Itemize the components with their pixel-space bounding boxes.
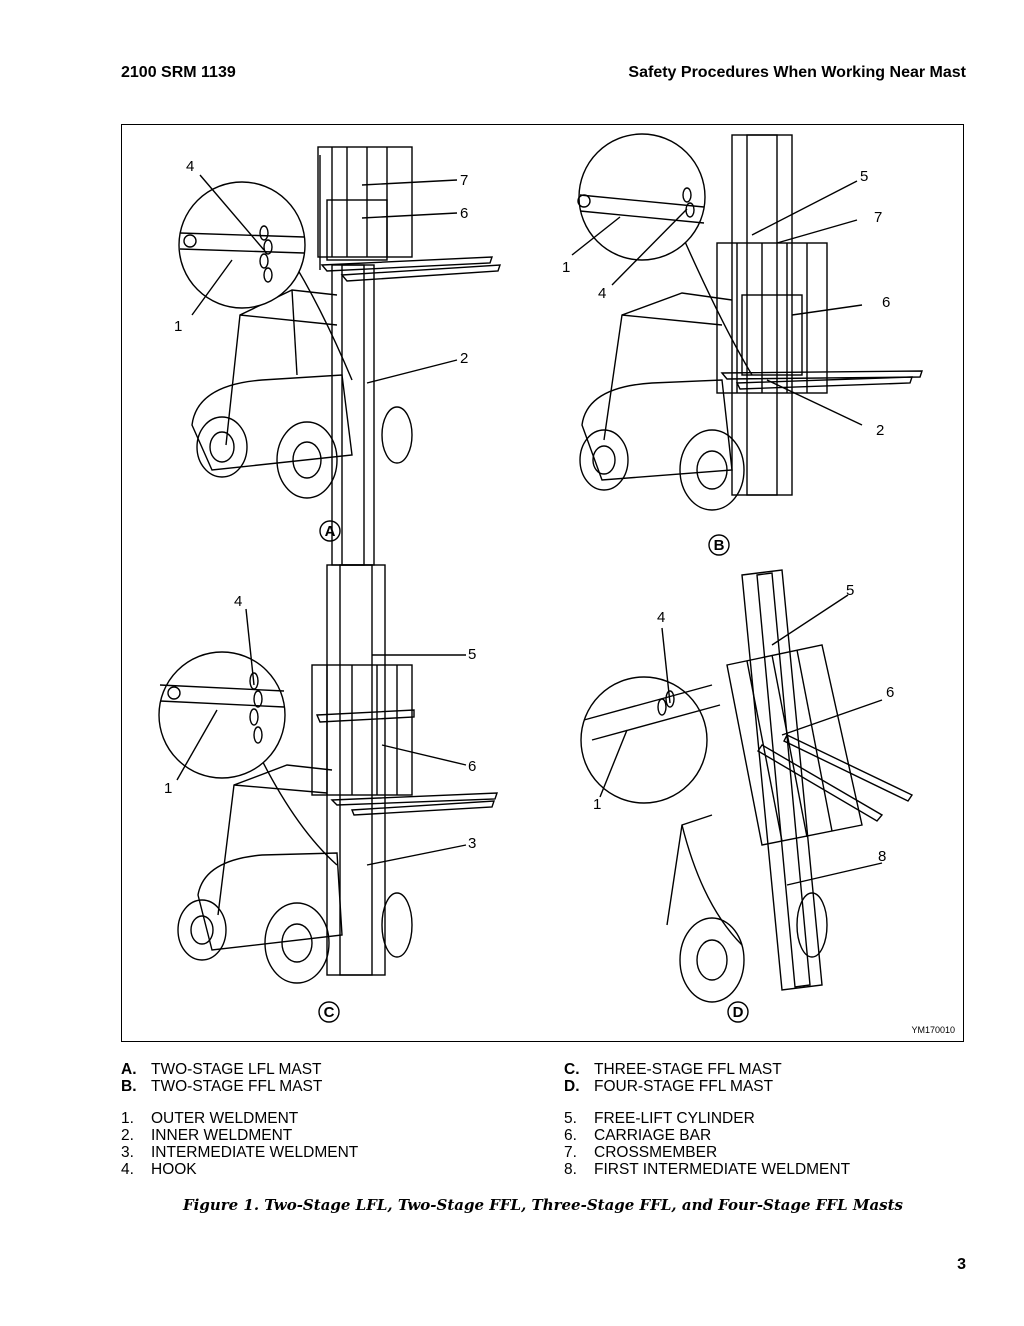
legend-item: 8.FIRST INTERMEDIATE WELDMENT bbox=[564, 1161, 851, 1178]
panel-c-letter-circle bbox=[318, 1001, 340, 1023]
figure-caption: Figure 1. Two-Stage LFL, Two-Stage FFL, … bbox=[182, 1196, 903, 1214]
panel-d-callout-8: 8 bbox=[878, 848, 886, 865]
panel-a-letter: A bbox=[325, 523, 336, 540]
legend-parts-right: 5.FREE-LIFT CYLINDER 6.CARRIAGE BAR 7.CR… bbox=[564, 1110, 850, 1178]
legend-item: D.FOUR-STAGE FFL MAST bbox=[564, 1078, 774, 1095]
panel-b-forklift-drawing bbox=[571, 133, 923, 511]
legend-parts-left: 1.OUTER WELDMENT 2.INNER WELDMENT 3.INTE… bbox=[121, 1110, 358, 1178]
legend-item: 6.CARRIAGE BAR bbox=[564, 1127, 712, 1144]
figure-illustration: 4 7 6 1 2 A bbox=[158, 133, 923, 1023]
panel-d-letter-circle bbox=[727, 1001, 749, 1023]
panel-b-letter: B bbox=[714, 537, 725, 554]
legend-item: 7.CROSSMEMBER bbox=[564, 1144, 718, 1161]
legend-item: A.TWO-STAGE LFL MAST bbox=[121, 1061, 322, 1078]
panel-b-callout-7: 7 bbox=[874, 209, 882, 226]
panel-a-callout-4: 4 bbox=[186, 158, 194, 175]
panel-b-callout-5: 5 bbox=[860, 168, 868, 185]
panel-d-callout-5: 5 bbox=[846, 582, 854, 599]
figure-frame: 4 7 6 1 2 A bbox=[121, 124, 964, 1042]
legend-masts-right: C.THREE-STAGE FFL MAST D.FOUR-STAGE FFL … bbox=[564, 1061, 782, 1095]
panel-d-letter: D bbox=[733, 1004, 744, 1021]
legend-item: B.TWO-STAGE FFL MAST bbox=[121, 1078, 323, 1095]
legend-item: 3.INTERMEDIATE WELDMENT bbox=[121, 1144, 359, 1161]
page-number: 3 bbox=[957, 1256, 966, 1273]
panel-c-callout-6: 6 bbox=[468, 758, 476, 775]
panel-b-letter-circle bbox=[708, 534, 730, 556]
panel-b-callout-4: 4 bbox=[598, 285, 606, 302]
panel-c-callout-3: 3 bbox=[468, 835, 476, 852]
legend-item: 4.HOOK bbox=[121, 1161, 197, 1178]
legend-item: 2.INNER WELDMENT bbox=[121, 1127, 293, 1144]
header-section-title: Safety Procedures When Working Near Mast bbox=[628, 64, 966, 81]
panel-b-callout-6: 6 bbox=[882, 294, 890, 311]
legend-item: 1.OUTER WELDMENT bbox=[121, 1110, 299, 1127]
panel-c-letter: C bbox=[324, 1004, 335, 1021]
panel-c-callout-5: 5 bbox=[468, 646, 476, 663]
panel-a-forklift-drawing bbox=[178, 146, 501, 566]
legend-item: 5.FREE-LIFT CYLINDER bbox=[564, 1110, 755, 1127]
panel-a-callout-6: 6 bbox=[460, 205, 468, 222]
legend-item: C.THREE-STAGE FFL MAST bbox=[564, 1061, 782, 1078]
panel-d-forklift-drawing bbox=[580, 569, 914, 1003]
panel-c-forklift-drawing bbox=[158, 564, 498, 984]
panel-d-callout-4: 4 bbox=[657, 609, 665, 626]
figure-image-code: YM170010 bbox=[911, 1025, 955, 1035]
panel-d-callout-1: 1 bbox=[593, 796, 601, 813]
panel-a-letter-circle bbox=[319, 520, 341, 542]
panel-d-callout-6: 6 bbox=[886, 684, 894, 701]
panel-c-callout-1: 1 bbox=[164, 780, 172, 797]
legend-masts-left: A.TWO-STAGE LFL MAST B.TWO-STAGE FFL MAS… bbox=[121, 1061, 322, 1095]
panel-a-callout-1: 1 bbox=[174, 318, 182, 335]
panel-c-callout-4: 4 bbox=[234, 593, 242, 610]
panel-a-callout-7: 7 bbox=[460, 172, 468, 189]
panel-a-callout-2: 2 bbox=[460, 350, 468, 367]
panel-b-callout-2: 2 bbox=[876, 422, 884, 439]
panel-b-callout-1: 1 bbox=[562, 259, 570, 276]
header-doc-id: 2100 SRM 1139 bbox=[121, 64, 236, 81]
